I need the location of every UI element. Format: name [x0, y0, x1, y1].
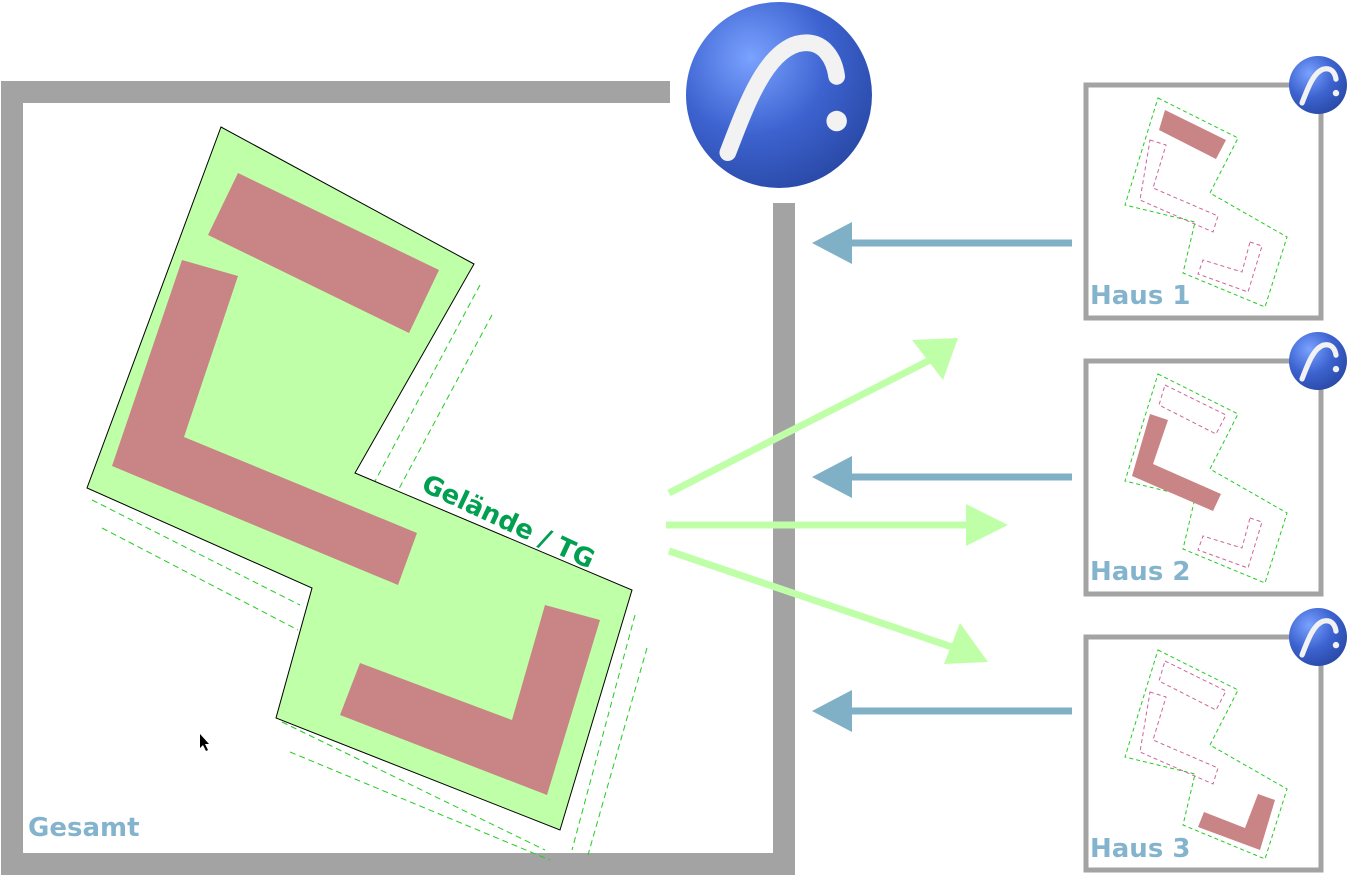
house-panel-frame	[1083, 82, 1324, 321]
green-arrow-down	[667, 547, 988, 664]
house-building	[1132, 414, 1221, 511]
house-panel-frame	[1083, 358, 1324, 597]
house-label: Haus 2	[1090, 557, 1190, 587]
house-panel-2: Haus 2	[1083, 358, 1324, 597]
house-plan-outline	[1124, 373, 1288, 584]
arrows	[666, 222, 1072, 732]
main-panel: Gelände / TG Gesamt	[1, 81, 795, 875]
building-haus-1	[208, 173, 439, 333]
dashed-outlines	[91, 284, 648, 861]
mouse-cursor-icon	[200, 734, 209, 751]
house-building	[1159, 110, 1226, 159]
archicad-logo-icon	[686, 2, 872, 188]
archicad-logo-icon	[1289, 332, 1347, 390]
house-plan-outline	[1124, 97, 1288, 308]
main-panel-frame	[1, 81, 795, 875]
house-plan-outline	[1124, 649, 1288, 860]
green-arrow-up	[667, 338, 958, 497]
house-panel-1: Haus 1	[1083, 82, 1324, 321]
house-label: Haus 1	[1090, 281, 1190, 311]
house-building	[1198, 794, 1275, 850]
blue-arrow-haus-3	[812, 690, 1072, 732]
main-panel-label: Gesamt	[28, 813, 140, 843]
house-panel-3: Haus 3	[1083, 634, 1324, 873]
building-haus-3	[340, 605, 600, 795]
blue-arrow-haus-1	[812, 222, 1072, 264]
house-panel-frame	[1083, 634, 1324, 873]
building-haus-2	[112, 260, 417, 585]
archicad-logo-icon	[1289, 56, 1347, 114]
green-arrow-mid	[666, 504, 1008, 546]
blue-arrow-haus-2	[812, 456, 1072, 498]
archicad-logo-icon	[1289, 608, 1347, 666]
house-label: Haus 3	[1090, 834, 1190, 864]
